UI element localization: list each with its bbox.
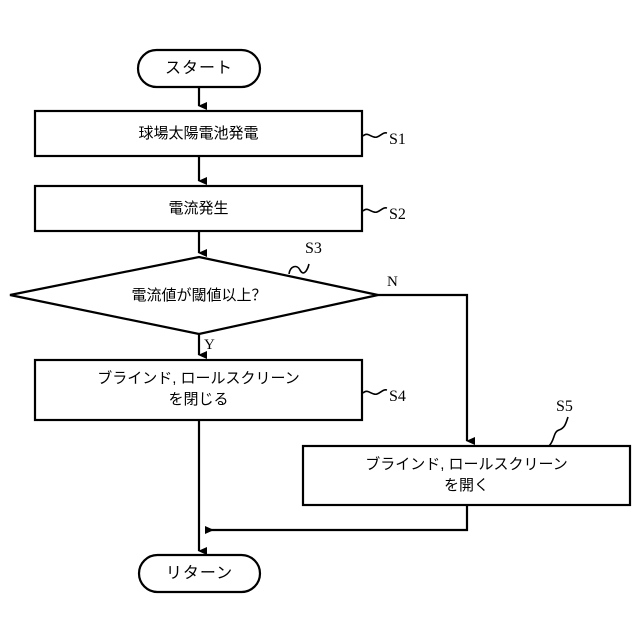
branch-label-yes: Y: [204, 337, 215, 353]
node-s1[interactable]: [33, 109, 364, 158]
node-s2[interactable]: [33, 184, 364, 233]
step-label-s4: S4: [389, 388, 406, 405]
leader-line-s4: [362, 389, 388, 396]
step-label-s3: S3: [305, 240, 322, 257]
step-label-s2: S2: [389, 206, 406, 223]
leader-line-s5: [548, 416, 569, 447]
step-label-s5: S5: [556, 398, 573, 415]
leader-line-s1: [362, 132, 388, 139]
connector-s5-to-merge: [205, 505, 469, 534]
connector-s3-no-to-s5: [378, 293, 475, 445]
step-label-s1: S1: [389, 131, 406, 148]
node-s4[interactable]: [33, 358, 364, 422]
leader-line-s3: [288, 263, 310, 275]
node-start[interactable]: [136, 48, 262, 89]
branch-label-no: N: [387, 274, 398, 290]
node-s5[interactable]: [301, 444, 632, 507]
node-s3-decision[interactable]: [9, 255, 379, 336]
leader-line-s2: [362, 207, 388, 214]
node-return[interactable]: [137, 553, 262, 594]
